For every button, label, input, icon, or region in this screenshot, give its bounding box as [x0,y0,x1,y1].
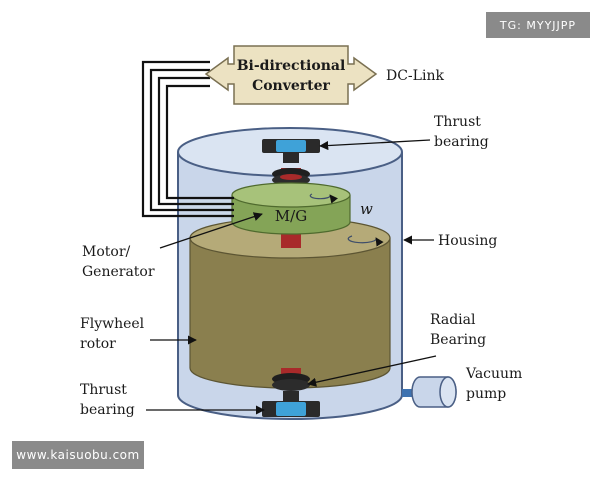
vacuum-pump-label-1: Vacuum [465,366,522,382]
vacuum-pump-label-2: pump [466,386,506,402]
watermark-bottom: www.kaisuobu.com [12,441,144,469]
thrust-bearing-top-label-2: bearing [434,134,489,150]
motor-generator-label-2: Generator [82,264,155,280]
motor-generator-label-1: Motor/ [82,244,131,260]
thrust-bearing-bottom-label-1: Thrust [80,382,127,398]
flywheel-rotor-label-2: rotor [80,336,116,352]
radial-bearing-label-1: Radial [430,312,476,328]
converter-line2: Converter [252,78,330,94]
mg-label: M/G [275,207,307,225]
housing-label: Housing [438,233,497,249]
top-thrust-bearing [262,139,320,163]
thrust-bearing-top-label-1: Thrust [434,114,481,130]
radial-bearing-label-2: Bearing [430,332,486,348]
vacuum-pump [402,376,457,408]
converter-line1: Bi-directional [237,58,346,74]
bottom-bearings [262,373,320,417]
watermark-top: TG: MYYJJPP [486,12,590,38]
power-wires [141,60,234,218]
thrust-bearing-bottom-label-2: bearing [80,402,135,418]
omega-label: w [360,200,373,218]
motor-generator: M/G [231,182,351,235]
leader-arrows [146,139,437,415]
dc-link-label: DC-Link [386,68,444,84]
converter-block: Bi-directional Converter [204,45,378,105]
flywheel-rotor-label-1: Flywheel [80,316,145,332]
